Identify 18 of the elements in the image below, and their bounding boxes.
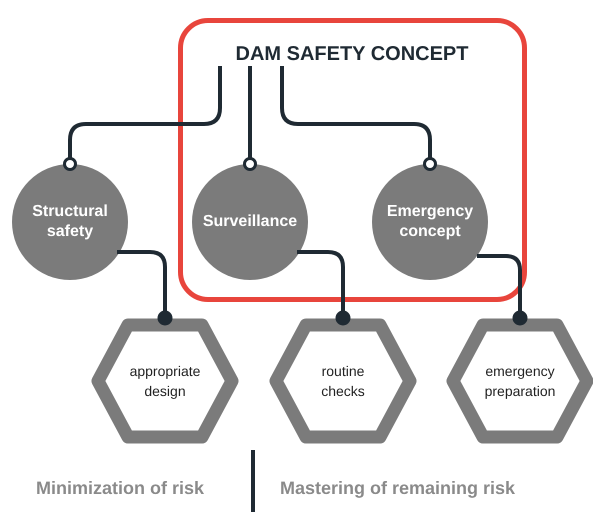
connector bbox=[117, 250, 172, 326]
connector bbox=[297, 250, 350, 326]
node-label: Emergency concept bbox=[386, 202, 474, 242]
node-label: Structural safety bbox=[31, 202, 109, 242]
heading: DAM SAFETY CONCEPT bbox=[230, 42, 474, 66]
connector bbox=[63, 66, 222, 171]
node-label: Surveillance bbox=[202, 212, 298, 232]
hexagon-node bbox=[269, 318, 417, 444]
footer-label: Minimization of risk bbox=[36, 478, 204, 499]
hexagon-node bbox=[446, 318, 593, 444]
node-label: routine checks bbox=[320, 362, 366, 401]
connector bbox=[243, 66, 257, 171]
node-label: appropriate design bbox=[128, 362, 202, 401]
connector bbox=[280, 66, 437, 171]
hexagon-node bbox=[91, 318, 239, 444]
node-label: emergency preparation bbox=[484, 362, 556, 401]
connector bbox=[477, 254, 528, 326]
footer-label: Mastering of remaining risk bbox=[280, 478, 516, 499]
